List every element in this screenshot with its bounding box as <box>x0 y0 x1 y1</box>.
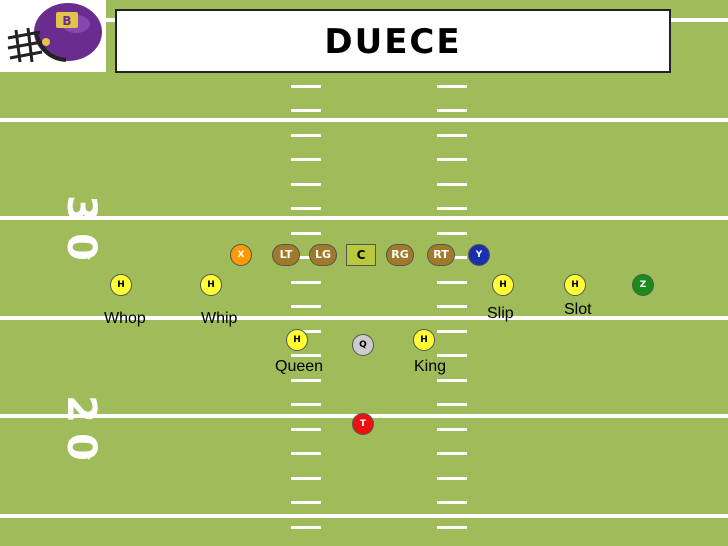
label-queen: Queen <box>275 358 324 375</box>
hash-mark <box>437 452 467 455</box>
yard-line <box>0 514 728 518</box>
h-back-slot: H <box>564 274 586 296</box>
hash-mark <box>291 232 321 235</box>
label-slip: Slip <box>487 305 514 322</box>
svg-text:B: B <box>62 14 71 28</box>
hash-mark <box>437 85 467 88</box>
hash-mark <box>291 207 321 210</box>
hash-mark <box>291 85 321 88</box>
h-back-whop: H <box>110 274 132 296</box>
title-box: DUECE <box>115 9 671 73</box>
label-whop: Whop <box>104 310 146 327</box>
hash-mark <box>437 305 467 308</box>
yard-arrow-icon <box>84 252 94 260</box>
hash-mark <box>291 330 321 333</box>
hash-mark <box>437 109 467 112</box>
label-whip: Whip <box>201 310 238 327</box>
hash-mark <box>437 379 467 382</box>
hash-mark <box>291 109 321 112</box>
hash-mark <box>437 158 467 161</box>
hash-mark <box>437 207 467 210</box>
hash-mark <box>437 183 467 186</box>
label-king: King <box>414 358 447 375</box>
y-receiver: Y <box>468 244 490 266</box>
left-guard: LG <box>309 244 337 266</box>
play-title: DUECE <box>324 22 462 62</box>
hash-mark <box>291 526 321 529</box>
hash-mark <box>291 305 321 308</box>
hash-mark <box>437 428 467 431</box>
yard-number-20: 2 0 <box>58 390 106 466</box>
hash-mark <box>291 256 321 259</box>
hash-mark <box>291 158 321 161</box>
hash-mark <box>291 477 321 480</box>
z-receiver: Z <box>632 274 654 296</box>
hash-mark <box>437 134 467 137</box>
hash-mark <box>291 501 321 504</box>
h-back-queen: H <box>286 329 308 351</box>
hash-mark <box>291 354 321 357</box>
hash-mark <box>437 477 467 480</box>
hash-mark <box>291 379 321 382</box>
h-back-king: H <box>413 329 435 351</box>
yard-number-30: 3 0 <box>58 190 106 266</box>
yard-arrow-icon <box>84 452 94 460</box>
h-back-whip: H <box>200 274 222 296</box>
hash-mark <box>437 501 467 504</box>
label-slot: Slot <box>564 301 592 318</box>
hash-mark <box>437 526 467 529</box>
hash-mark <box>291 452 321 455</box>
yard-line <box>0 118 728 122</box>
hash-mark <box>291 134 321 137</box>
left-tackle: LT <box>272 244 300 266</box>
yard-line <box>0 216 728 220</box>
right-guard: RG <box>386 244 414 266</box>
yard-digit: 0 <box>58 433 104 461</box>
x-receiver: X <box>230 244 252 266</box>
tailback: T <box>352 413 374 435</box>
hash-mark <box>291 183 321 186</box>
hash-mark <box>291 428 321 431</box>
hash-mark <box>437 403 467 406</box>
right-tackle: RT <box>427 244 455 266</box>
hash-mark <box>437 354 467 357</box>
team-logo: B <box>0 0 106 72</box>
hash-mark <box>437 281 467 284</box>
yard-line <box>0 316 728 320</box>
quarterback: Q <box>352 334 374 356</box>
hash-mark <box>437 330 467 333</box>
hash-mark <box>291 403 321 406</box>
hash-mark <box>291 281 321 284</box>
helmet-icon: B <box>7 3 102 63</box>
yard-digit: 0 <box>58 233 104 261</box>
hash-mark <box>437 232 467 235</box>
center: C <box>346 244 376 266</box>
h-back-slip: H <box>492 274 514 296</box>
